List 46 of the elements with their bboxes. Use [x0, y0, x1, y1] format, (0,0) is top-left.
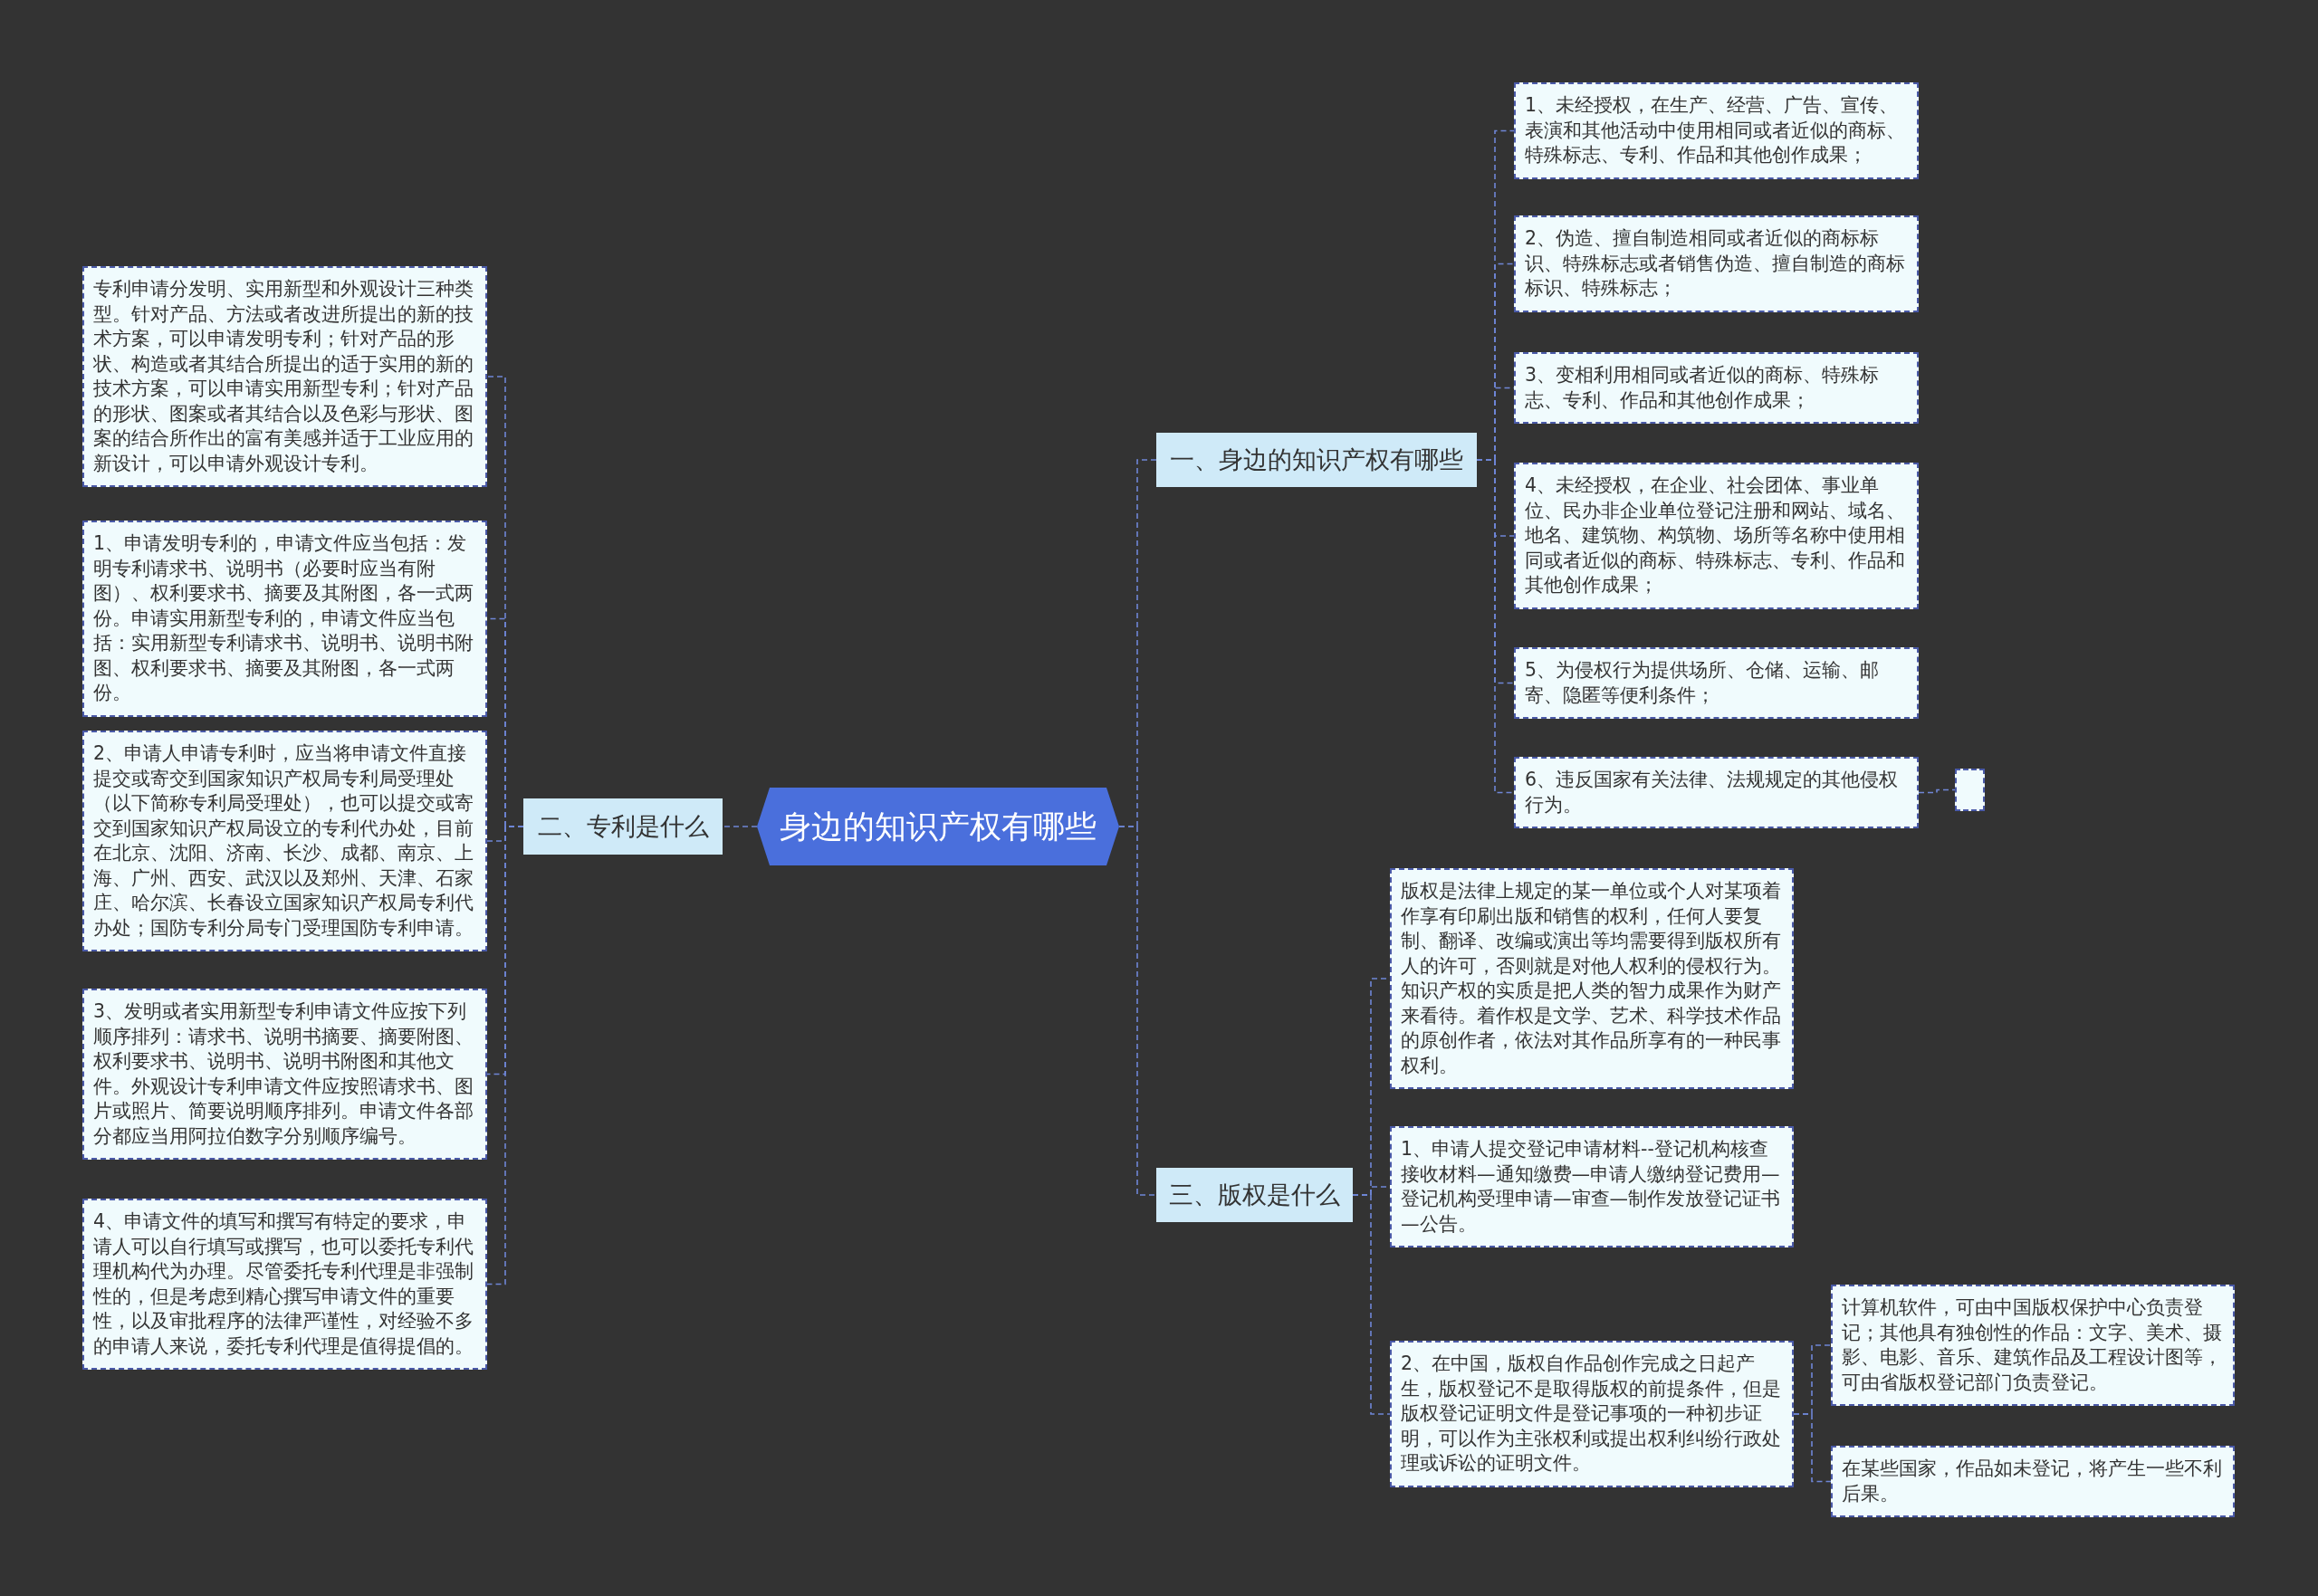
node-text: 2、申请人申请专利时，应当将申请文件直接提交或寄交到国家知识产权局专利局受理处（以下简称专利局受理处），也可以提交或寄交到国家知识产权局设立的专利代办处，目前在北京、沈阳、济南、长沙、成都、南京、上海、广州、西安、武汉以及郑州、天津、石家庄、哈尔滨、长春设立国家知识产权局专利代办处；国防专利分局专门受理国防专利申请。 [93, 742, 474, 939]
text-box [1390, 868, 1794, 1089]
connector-line [1118, 826, 1157, 1196]
text-box [1514, 215, 1919, 312]
connector-line [1352, 1194, 1391, 1415]
text-box [1514, 463, 1919, 609]
node-text: 1、未经授权，在生产、经营、广告、宣传、表演和其他活动中使用相同或者近似的商标、特殊标志、专利、作品和其他创作成果； [1525, 94, 1905, 166]
node-text: 4、未经授权，在企业、社会团体、事业单位、民办非企业单位登记注册和网站、域名、地名、建筑物、构筑物、场所等名称中使用相同或者近似的商标、特殊标志、专利、作品和其他创作成果； [1525, 474, 1905, 596]
text-box [1514, 647, 1919, 719]
node-text: 在某些国家，作品如未登记，将产生一些不利后果。 [1842, 1457, 2222, 1505]
text-box [82, 266, 487, 487]
text-box [1390, 1126, 1794, 1247]
node-text: 2、在中国，版权自作品创作完成之日起产生，版权登记不是取得版权的前提条件，但是版权登记证明文件是登记事项的一种初步证明，可以作为主张权利或提出权利纠纷行政处理或诉讼的证明文件。 [1401, 1352, 1781, 1474]
text-box [82, 989, 487, 1160]
node-text: 5、为侵权行为提供场所、仓储、运输、邮寄、隐匿等便利条件； [1525, 659, 1880, 706]
node-text: 版权是法律上规定的某一单位或个人对某项着作享有印刷出版和销售的权利，任何人要复制、翻译、改编或演出等均需要得到版权所有人的许可，否则就是对他人权利的侵权行为。知识产权的实质是把人类的智力成果作为财产来看待。着作权是文学、艺术、科学技术作品的原创作者，依法对其作品所享有的一种民事权利。 [1401, 880, 1781, 1076]
node-text: 专利申请分发明、实用新型和外观设计三种类型。针对产品、方法或者改进所提出的新的技术方案，可以申请发明专利；针对产品的形状、构造或者其结合所提出的适于实用的新的技术方案，可以申请实用新型专利；针对产品的形状、图案或者其结合以及色彩与形状、图案的结合所作出的富有美感并适于工业应用的新设计，可以申请外观设计专利。 [93, 278, 474, 474]
topic-hexagon [757, 788, 1119, 865]
node-text: 3、发明或者实用新型专利申请文件应按下列顺序排列：请求书、说明书摘要、摘要附图、权利要求书、说明书、说明书附图和其他文件。外观设计专利申请文件应按照请求书、图片或照片、简要说明顺序排列。申请文件各部分都应当用阿拉伯数字分别顺序编号。 [93, 1000, 474, 1147]
node-text: 2、伪造、擅自制造相同或者近似的商标标识、特殊标志或者销售伪造、擅自制造的商标标识、特殊标志； [1525, 227, 1905, 299]
text-box [1514, 82, 1919, 179]
node-text: 计算机软件，可由中国版权保护中心负责登记；其他具有独创性的作品：文字、美术、摄影、电影、音乐、建筑作品及工程设计图等，可由省版权登记部门负责登记。 [1842, 1296, 2222, 1393]
text-box [82, 521, 487, 717]
branch-box [1156, 1168, 1353, 1222]
connector-line [722, 826, 758, 827]
text-box [1514, 352, 1919, 424]
node-text: 身边的知识产权有哪些 [780, 807, 1097, 846]
node-text: 3、变相利用相同或者近似的商标、特殊标志、专利、作品和其他创作成果； [1525, 364, 1880, 411]
node-text: 一、身边的知识产权有哪些 [1170, 444, 1463, 475]
node-text: 1、申请人提交登记申请材料--登记机构核查接收材料—通知缴费—申请人缴纳登记费用—登记机构受理申请—审查—制作发放登记证书—公告。 [1401, 1138, 1780, 1235]
branch-box [523, 798, 723, 855]
branch-box [1156, 433, 1477, 487]
text-box [82, 731, 487, 951]
node-text: 1、申请发明专利的，申请文件应当包括：发明专利请求书、说明书（必要时应当有附图）、权利要求书、摘要及其附图，各一式两份。申请实用新型专利的，申请文件应当包括：实用新型专利请求书、说明书、说明书附图、权利要求书、摘要及其附图，各一式两份。 [93, 532, 474, 703]
connector-line [1793, 1413, 1832, 1483]
node-text: 4、申请文件的填写和撰写有特定的要求，申请人可以自行填写或撰写，也可以委托专利代理机构代为办理。尽管委托专利代理是非强制性的，但是考虑到精心撰写申请文件的重要性，以及审批程序的法律严谨性，对经验不多的申请人来说，委托专利代理是值得提倡的。 [93, 1210, 474, 1357]
text-box [1390, 1341, 1794, 1487]
connector-line [1918, 788, 1956, 794]
node-text: 二、专利是什么 [537, 811, 709, 842]
text-box [1514, 757, 1919, 828]
text-box [1831, 1446, 2235, 1517]
text-box [82, 1199, 487, 1370]
node-text: 6、违反国家有关法律、法规规定的其他侵权行为。 [1525, 769, 1899, 816]
empty-box [1955, 769, 1985, 811]
node-text: 三、版权是什么 [1169, 1180, 1340, 1210]
text-box [1831, 1285, 2235, 1406]
